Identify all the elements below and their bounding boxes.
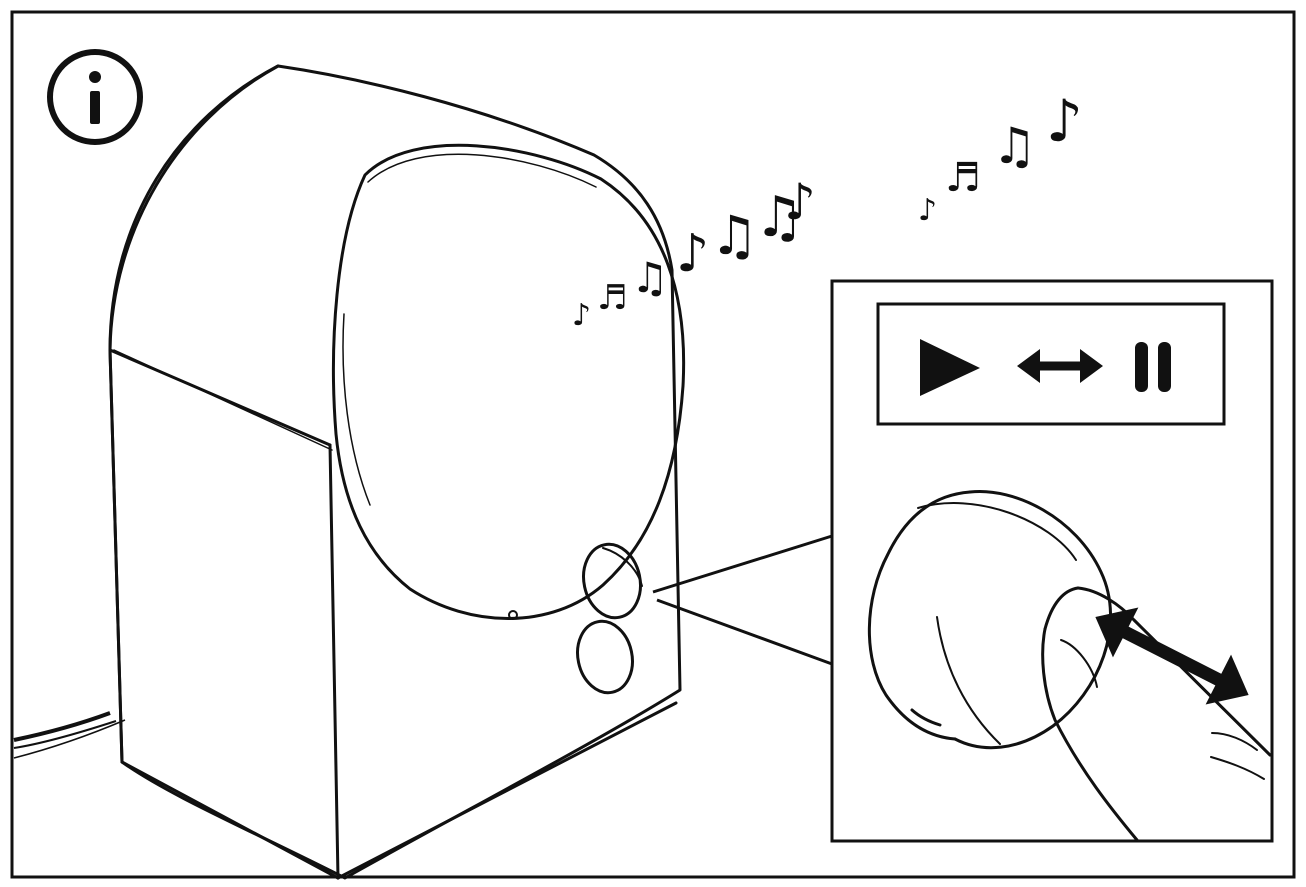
double-arrow-icon — [1017, 349, 1103, 383]
speaker-silhouette — [108, 64, 682, 880]
speaker-front-corner — [328, 443, 340, 880]
music-note: ♫ — [992, 117, 1037, 175]
finger — [1041, 586, 1272, 842]
speaker-bottom-right-edge — [336, 701, 678, 880]
speaker-cable-edge — [13, 720, 117, 749]
music-note: ♫ — [710, 204, 758, 267]
lower-button — [576, 619, 634, 695]
speaker-cable-edge-lower — [13, 719, 126, 759]
finger-crease-bottom — [1210, 756, 1265, 780]
double-arrow-icon — [1095, 607, 1249, 705]
music-notes-icon: ♪ ♬ ♫ ♪ ♫ ♫ ♪ ♪ ♬ ♫ ♪ — [572, 87, 1083, 333]
pause-icon — [1135, 342, 1171, 392]
speaker-bottom-left-edge — [120, 760, 340, 880]
speaker-grille-inner-line — [342, 313, 371, 506]
speaker-grille — [331, 143, 686, 620]
music-note: ♪ — [784, 173, 816, 231]
info-icon — [47, 49, 143, 145]
zoomed-button-inner-edge — [936, 616, 1001, 745]
music-note: ♫ — [631, 253, 669, 302]
music-note: ♪ — [676, 224, 709, 284]
outer-frame — [10, 10, 1296, 879]
speaker-left-edge — [108, 348, 124, 764]
music-note: ♪ — [572, 298, 591, 333]
zoomed-button-lower-rim — [910, 708, 942, 727]
play-pause-button-rim — [602, 547, 643, 587]
callout-line-bottom — [656, 598, 833, 666]
music-note: ♫ — [754, 185, 804, 250]
fingernail — [1060, 639, 1098, 688]
callout-line-top — [652, 534, 833, 594]
music-note: ♪ — [918, 193, 937, 228]
finger-crease-top — [1211, 732, 1258, 751]
music-note: ♪ — [1046, 87, 1083, 155]
finger-tip — [1043, 586, 1080, 631]
speaker-top-curve — [108, 64, 280, 352]
music-note: ♬ — [945, 155, 981, 201]
speaker — [108, 64, 686, 880]
finger-top-edge — [1076, 586, 1272, 757]
play-pause-button — [582, 542, 642, 620]
speaker-cable — [13, 711, 111, 742]
speaker-indicator-light — [508, 610, 518, 620]
speaker-grille-highlight — [367, 153, 597, 188]
music-note: ♬ — [597, 278, 627, 318]
play-icon — [920, 339, 980, 396]
speaker-top-edge-inner — [113, 349, 333, 451]
speaker-top-edge — [108, 348, 332, 447]
zoomed-button-top-rim — [917, 502, 1077, 561]
zoomed-button-front — [867, 490, 972, 741]
play-pause-legend — [876, 302, 1226, 426]
finger-bottom-edge — [1041, 627, 1139, 842]
